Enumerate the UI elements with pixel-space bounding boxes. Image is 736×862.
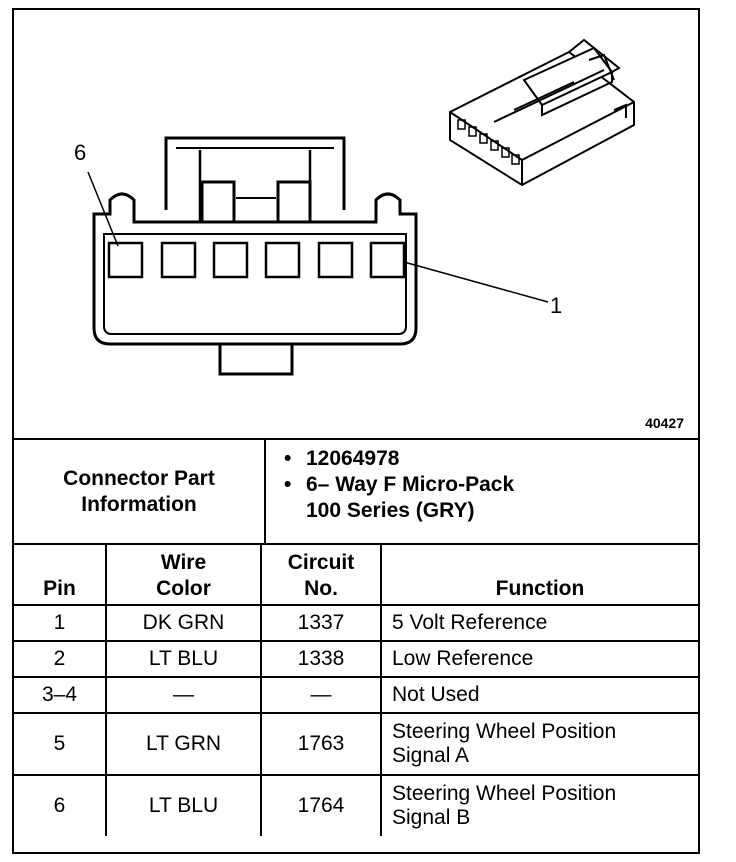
function-cell: Steering Wheel Position Signal A	[380, 712, 698, 776]
pin1-leader-line	[403, 261, 549, 303]
wire-color-cell: LT GRN	[105, 712, 262, 776]
function-cell: Not Used	[380, 676, 698, 714]
pin-cell: 1	[14, 604, 107, 642]
connector-front-view	[87, 136, 549, 376]
wire-color-cell: LT BLU	[105, 640, 262, 678]
table-row: 6 LT BLU 1764 Steering Wheel Position Si…	[14, 774, 698, 836]
function-line: Signal B	[392, 806, 471, 829]
part-number: 12064978	[306, 447, 400, 470]
function-line: Signal A	[392, 744, 470, 767]
table-row: 2 LT BLU 1338 Low Reference	[14, 640, 698, 678]
connector-diagram: 6 1	[74, 38, 635, 376]
wire-color-cell: LT BLU	[105, 774, 262, 836]
pin6-callout: 6	[74, 140, 86, 165]
connector-series: 100 Series (GRY)	[306, 499, 475, 522]
connector-type-item: • 6– Way F Micro-Pack	[284, 472, 514, 498]
page-frame: 6 1 40427 Connector Part Information • 1…	[12, 8, 700, 854]
connector-part-info-label: Connector Part Information	[14, 440, 266, 543]
header-circuit-no: Circuit No.	[260, 543, 382, 606]
connector-part-info: Connector Part Information • 12064978 • …	[14, 438, 698, 545]
circuit-cell: 1764	[260, 774, 382, 836]
wire-color-cell: —	[105, 676, 262, 714]
connector-type: 6– Way F Micro-Pack	[306, 473, 515, 496]
circuit-cell: —	[260, 676, 382, 714]
function-cell: Low Reference	[380, 640, 698, 678]
function-cell: Steering Wheel Position Signal B	[380, 774, 698, 836]
table-header-row: Pin Wire Color Circuit No. Function	[14, 543, 698, 606]
part-number-item: • 12064978	[284, 446, 514, 472]
circuit-cell: 1338	[260, 640, 382, 678]
pin6-leader-line	[87, 171, 119, 247]
table-row: 1 DK GRN 1337 5 Volt Reference	[14, 604, 698, 642]
pin1-callout: 1	[550, 293, 562, 318]
function-line: Steering Wheel Position	[392, 782, 617, 805]
pin-cell: 5	[14, 712, 107, 776]
header-function: Function	[380, 543, 698, 606]
connector-3d-illustration	[449, 38, 635, 187]
figure-number: 40427	[645, 415, 684, 431]
table-row: 3–4 — — Not Used	[14, 676, 698, 714]
pin-cell: 2	[14, 640, 107, 678]
bullet: •	[284, 447, 292, 470]
pin-cell: 3–4	[14, 676, 107, 714]
header-wire-color: Wire Color	[105, 543, 262, 606]
table-row: 5 LT GRN 1763 Steering Wheel Position Si…	[14, 712, 698, 776]
function-cell: 5 Volt Reference	[380, 604, 698, 642]
pinout-table: Pin Wire Color Circuit No. Function 1 DK…	[14, 543, 698, 836]
pin-cell: 6	[14, 774, 107, 836]
header-pin: Pin	[14, 543, 107, 606]
circuit-cell: 1763	[260, 712, 382, 776]
function-line: Steering Wheel Position	[392, 720, 617, 743]
circuit-cell: 1337	[260, 604, 382, 642]
bullet: •	[284, 473, 292, 496]
pin-cavities	[107, 241, 406, 279]
connector-part-info-list: • 12064978 • 6– Way F Micro-Pack 100 Ser…	[284, 446, 514, 524]
wire-color-cell: DK GRN	[105, 604, 262, 642]
